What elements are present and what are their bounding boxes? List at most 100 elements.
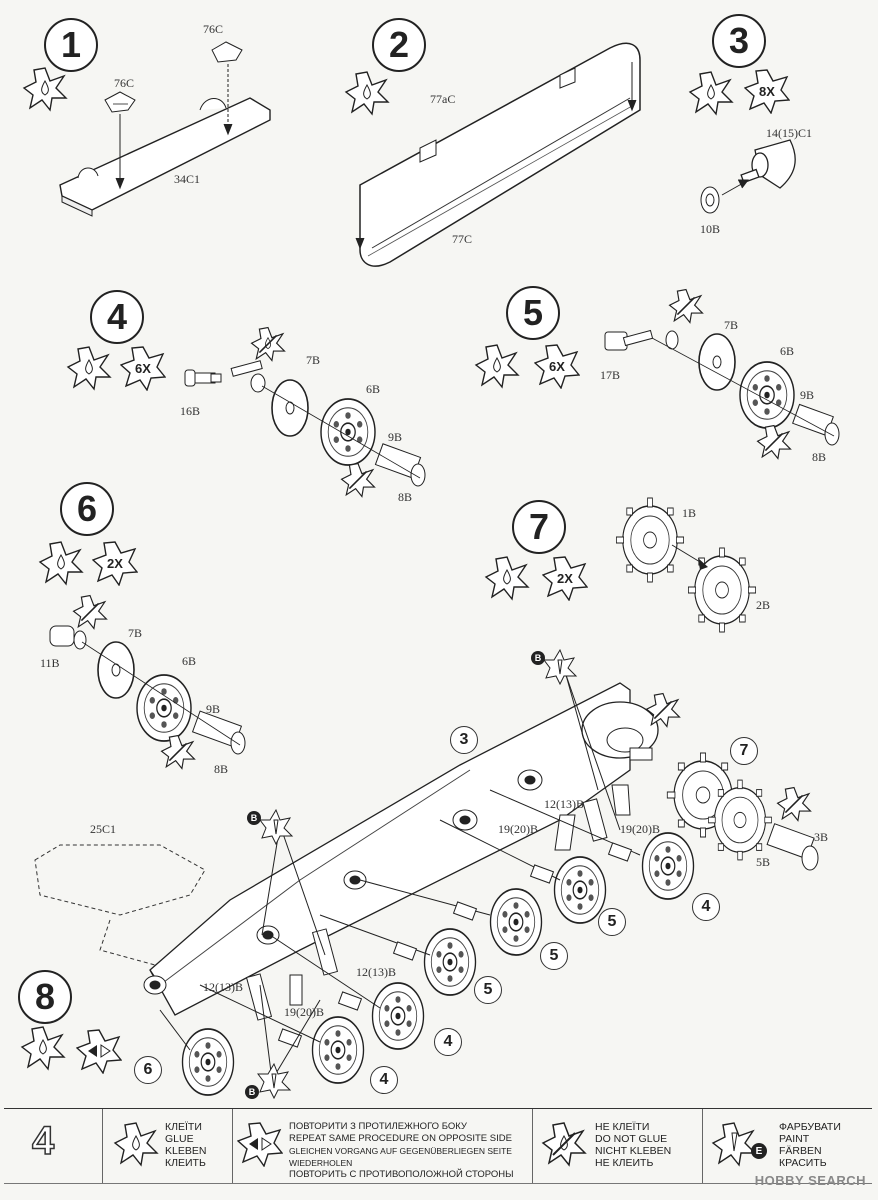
paint-letter: B	[250, 813, 258, 823]
callout-step-4: 4	[692, 893, 720, 921]
multiplier-badge: 6X	[120, 345, 166, 391]
part-label: 8B	[398, 490, 413, 504]
step5-exploded	[604, 329, 840, 446]
glue-icon	[20, 1025, 66, 1071]
step4-exploded	[184, 360, 426, 487]
part-label: 9B	[800, 388, 815, 402]
shock-absorbers	[245, 798, 608, 1021]
legend-line: FÄRBEN	[779, 1145, 822, 1157]
callout-step-4: 4	[434, 1028, 462, 1056]
legend-bar: 4 КЛЕЇТИ GLUE KLEBEN КЛЕИТЬ ПОВТОРИТИ З …	[4, 1108, 872, 1184]
no-glue-icon	[160, 734, 196, 770]
page-number: 4	[31, 1118, 55, 1164]
suspension-hubs	[143, 769, 543, 995]
legend-line: НЕ КЛЕИТЬ	[595, 1157, 654, 1169]
bump-stops	[289, 784, 631, 1006]
legend-line: KLEBEN	[165, 1145, 207, 1157]
multiplier-text: 2X	[557, 570, 573, 586]
part-label: 16B	[180, 404, 201, 418]
multiplier-text: 6X	[549, 358, 565, 374]
glue-icon	[66, 345, 112, 391]
assembly-idler	[581, 701, 659, 761]
no-glue-icon	[776, 786, 812, 822]
legend-no-glue-cell: НЕ КЛЕЇТИ DO NOT GLUE NICHT KLEBEN НЕ КЛ…	[532, 1109, 703, 1183]
step-number-8: 8	[18, 970, 72, 1024]
multiplier-badge: 6X	[534, 343, 580, 389]
part-label: 6B	[182, 654, 197, 668]
no-glue-icon	[668, 288, 704, 324]
part-label: 11B	[40, 656, 60, 670]
part-label: 19(20)B	[620, 822, 660, 836]
part-beam-34c1	[59, 97, 271, 217]
legend-line: PAINT	[779, 1133, 810, 1145]
legend-line: GLEICHEN VORGANG AUF GEGENÜBERLIEGEN SEI…	[289, 1146, 512, 1168]
callout-step-3: 3	[450, 726, 478, 754]
part-label: 1B	[682, 506, 697, 520]
part-label: 3B	[814, 830, 829, 844]
legend-line: ПОВТОРИТЬ С ПРОТИВОПОЛОЖНОЙ СТОРОНЫ	[289, 1169, 514, 1180]
callout-step-5: 5	[540, 942, 568, 970]
glue-icon	[38, 540, 84, 586]
legend-page-cell: 4	[4, 1109, 102, 1183]
legend-line: REPEAT SAME PROCEDURE ON OPPOSITE SIDE	[289, 1133, 512, 1144]
legend-no-glue-text: НЕ КЛЕЇТИ DO NOT GLUE NICHT KLEBEN НЕ КЛ…	[595, 1121, 671, 1169]
paint-icon: B	[530, 648, 580, 686]
legend-line: GLUE	[165, 1133, 194, 1145]
paint-letter: E	[755, 1145, 763, 1157]
step-number-1: 1	[44, 18, 98, 72]
legend-repeat-cell: ПОВТОРИТИ З ПРОТИЛЕЖНОГО БОКУ REPEAT SAM…	[232, 1109, 533, 1183]
legend-line: НЕ КЛЕЇТИ	[595, 1121, 650, 1133]
step7-exploded	[615, 497, 757, 633]
paint-letter: B	[248, 1087, 256, 1097]
legend-line: DO NOT GLUE	[595, 1133, 668, 1145]
multiplier-badge: 2X	[542, 555, 588, 601]
legend-line: ПОВТОРИТИ З ПРОТИЛЕЖНОГО БОКУ	[289, 1121, 467, 1132]
glue-icon	[484, 555, 530, 601]
step3-arrows	[721, 179, 749, 196]
part-label: 76C	[114, 76, 135, 90]
part-label: 9B	[388, 430, 403, 444]
no-glue-icon	[645, 692, 681, 728]
step-number-3: 3	[712, 14, 766, 68]
step-number-2: 2	[372, 18, 426, 72]
glue-icon	[344, 70, 390, 116]
legend-line: КЛЕИТЬ	[165, 1157, 206, 1169]
assembly-final-drive	[766, 823, 819, 871]
paint-icon: B	[246, 808, 296, 846]
no-glue-icon	[340, 462, 376, 498]
part-label: 14(15)C1	[766, 126, 812, 140]
part-label: 12(13)B	[544, 797, 584, 811]
part-label: 17B	[600, 368, 621, 382]
part-bracket-76c-a	[104, 91, 136, 113]
part-label: 6B	[780, 344, 795, 358]
no-glue-icon	[756, 424, 792, 460]
step1-arrows	[115, 64, 233, 190]
paint-icon: B	[244, 1062, 294, 1100]
multiplier-badge: 8X	[744, 68, 790, 114]
step2-arrows	[355, 62, 637, 250]
legend-paint-cell: E ФАРБУВАТИ PAINT FÄRBEN КРАСИТЬ	[702, 1109, 873, 1183]
legend-line: КЛЕЇТИ	[165, 1121, 202, 1133]
part-label: 19(20)B	[284, 1005, 324, 1019]
part-label: 25C1	[90, 822, 117, 836]
multiplier-badge: 2X	[92, 540, 138, 586]
paint-letter: B	[534, 653, 542, 663]
part-label: 10B	[700, 222, 721, 236]
part-label: 12(13)B	[356, 965, 396, 979]
part-bracket-76c-b	[211, 41, 243, 63]
paint-pointer-lines	[259, 674, 621, 1081]
part-label: 7B	[128, 626, 143, 640]
no-glue-icon	[250, 326, 286, 362]
paint-icon: E	[711, 1121, 771, 1167]
part-label: 9B	[206, 702, 221, 716]
part-label: 19(20)B	[498, 822, 538, 836]
legend-glue-text: КЛЕЇТИ GLUE KLEBEN КЛЕИТЬ	[165, 1121, 206, 1169]
callout-step-4: 4	[370, 1066, 398, 1094]
step-number-6: 6	[60, 482, 114, 536]
repeat-opposite-side-icon	[237, 1121, 283, 1167]
step-number-5: 5	[506, 286, 560, 340]
legend-paint-text: ФАРБУВАТИ PAINT FÄRBEN КРАСИТЬ	[779, 1121, 841, 1169]
glue-icon	[22, 66, 68, 112]
part-label: 5B	[756, 855, 771, 869]
